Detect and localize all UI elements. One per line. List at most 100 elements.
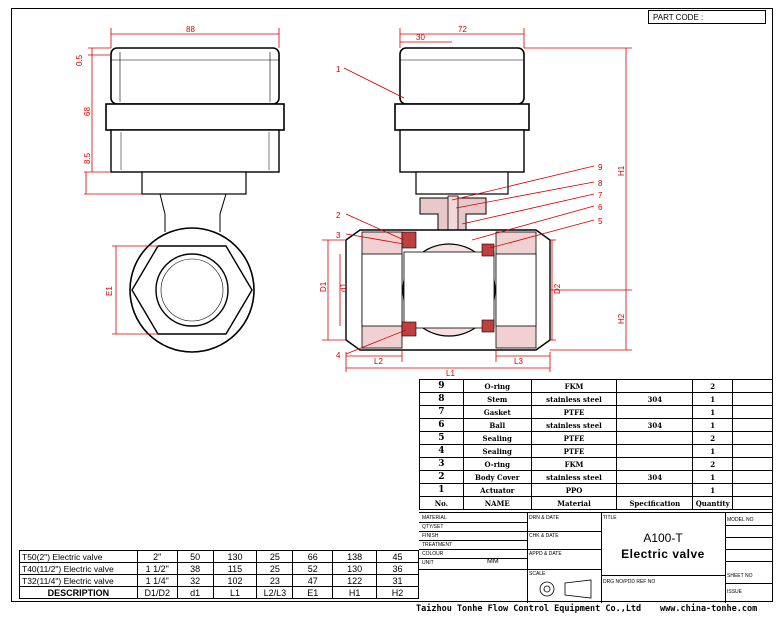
bom-qty: 1: [692, 418, 734, 432]
tb-drn-date: DRN & DATE: [529, 515, 559, 521]
dim-68: 68: [83, 107, 92, 116]
footer-company: Taizhou Tonhe Flow Control Equipment Co.…: [416, 604, 642, 614]
bom-blank: [732, 444, 773, 458]
bom-no: 6: [419, 418, 464, 432]
front-body-circle: [129, 227, 255, 353]
callout-8: 8: [598, 179, 603, 188]
front-view: [105, 47, 285, 353]
dim-30: 30: [416, 33, 425, 42]
dims-l2l3: 25: [256, 562, 294, 575]
dims-header-e1: E1: [292, 586, 334, 599]
bom-material: PTFE: [530, 444, 618, 458]
dims-header-d1d2: D1/D2: [136, 586, 178, 599]
bom-name: O-ring: [462, 379, 532, 393]
bom-qty: 2: [692, 457, 734, 471]
callout-1: 1: [336, 65, 341, 74]
tb-title-line2: Electric valve: [621, 547, 705, 561]
dim-small-d1: d1: [339, 283, 348, 292]
callout-9: 9: [598, 163, 603, 172]
bom-name: O-ring: [462, 457, 532, 471]
dim-e1: E1: [105, 286, 114, 296]
tb-chk-date: CHK & DATE: [529, 533, 559, 539]
bom-qty: 1: [692, 470, 734, 484]
dims-d1d2: 1 1/4": [136, 574, 178, 587]
bom-material: PPO: [530, 483, 618, 497]
dims-h1: 130: [332, 562, 378, 575]
bom-no: 3: [419, 457, 464, 471]
drawing-frame: [11, 8, 773, 602]
bom-material: FKM: [530, 379, 618, 393]
bom-blank: [732, 418, 773, 432]
tb-title-label: TITLE: [603, 515, 617, 521]
tb-title-line1: A100-T: [643, 531, 683, 545]
callout-4: 4: [336, 351, 341, 360]
bom-qty: 2: [692, 431, 734, 445]
bom-no: 9: [419, 379, 464, 393]
projection-symbol: [539, 579, 592, 599]
front-actuator-top: [110, 47, 280, 105]
dim-88: 88: [186, 25, 195, 34]
bom-header-name: NAME: [462, 496, 532, 510]
dim-l1: L1: [446, 369, 455, 378]
bom-header-spec: Specification: [616, 496, 694, 510]
dim-l2: L2: [374, 357, 383, 366]
bom-blank: [732, 470, 773, 484]
dim-0-5: 0.5: [75, 54, 84, 66]
dims-header-l2l3: L2/L3: [256, 586, 294, 599]
bom-no: 4: [419, 444, 464, 458]
bom-spec: [616, 483, 694, 497]
dims-h2: 31: [376, 574, 419, 587]
bom-name: Ball: [462, 418, 532, 432]
dims-h2: 36: [376, 562, 419, 575]
bom-header-no: No.: [419, 496, 464, 510]
bom-material: stainless steel: [530, 392, 618, 406]
tb-drg-no: DRG NO/PDD REF NO: [603, 579, 656, 585]
tb-model-no: MODEL NO: [727, 517, 754, 523]
front-dimensions: 88 0.5 68 8.5 E1: [75, 25, 280, 335]
bom-spec: 304: [616, 470, 694, 484]
bom-spec: [616, 444, 694, 458]
bom-no: 1: [419, 483, 464, 497]
dims-d1d2: 2": [136, 550, 178, 563]
bom-blank: [732, 392, 773, 406]
dim-l3: L3: [514, 357, 523, 366]
dims-model: T40(11/2") Electric valve: [19, 562, 138, 575]
title-left-col: MATERIAL QTY/SET FINISH TREATMENT COLOUR…: [419, 513, 528, 603]
dims-e1: 52: [292, 562, 334, 575]
callout-2: 2: [336, 211, 341, 220]
bom-name: Actuator: [462, 483, 532, 497]
dims-h1: 138: [332, 550, 378, 563]
bom-qty: 1: [692, 392, 734, 406]
bom-qty: 1: [692, 483, 734, 497]
side-view: [345, 47, 551, 351]
dims-l1: 130: [212, 550, 258, 563]
title-block: MATERIAL QTY/SET FINISH TREATMENT COLOUR…: [419, 512, 773, 603]
tb-colour: COLOUR: [422, 551, 444, 557]
tb-sheet-no: SHEET NO: [727, 573, 753, 579]
title-mid-col: DRN & DATE CHK & DATE APPD & DATE SCALE: [527, 513, 602, 603]
footer-website: www.china-tonhe.com: [660, 604, 758, 614]
dims-l2l3: 25: [256, 550, 294, 563]
bom-header-blank: [732, 496, 773, 510]
bom-blank: [732, 457, 773, 471]
bom-name: Gasket: [462, 405, 532, 419]
bom-no: 5: [419, 431, 464, 445]
dims-l1: 102: [212, 574, 258, 587]
dims-d1d2: 1 1/2": [136, 562, 178, 575]
bom-material: stainless steel: [530, 418, 618, 432]
dim-h2: H2: [617, 313, 626, 324]
bom-blank: [732, 431, 773, 445]
bom-name: Sealing: [462, 431, 532, 445]
title-main-col: TITLE A100-T Electric valve DRG NO/PDD R…: [601, 513, 726, 603]
side-dimensions: 30 72 H1 H2 D1 d1 D2 L1 L2: [319, 25, 632, 378]
